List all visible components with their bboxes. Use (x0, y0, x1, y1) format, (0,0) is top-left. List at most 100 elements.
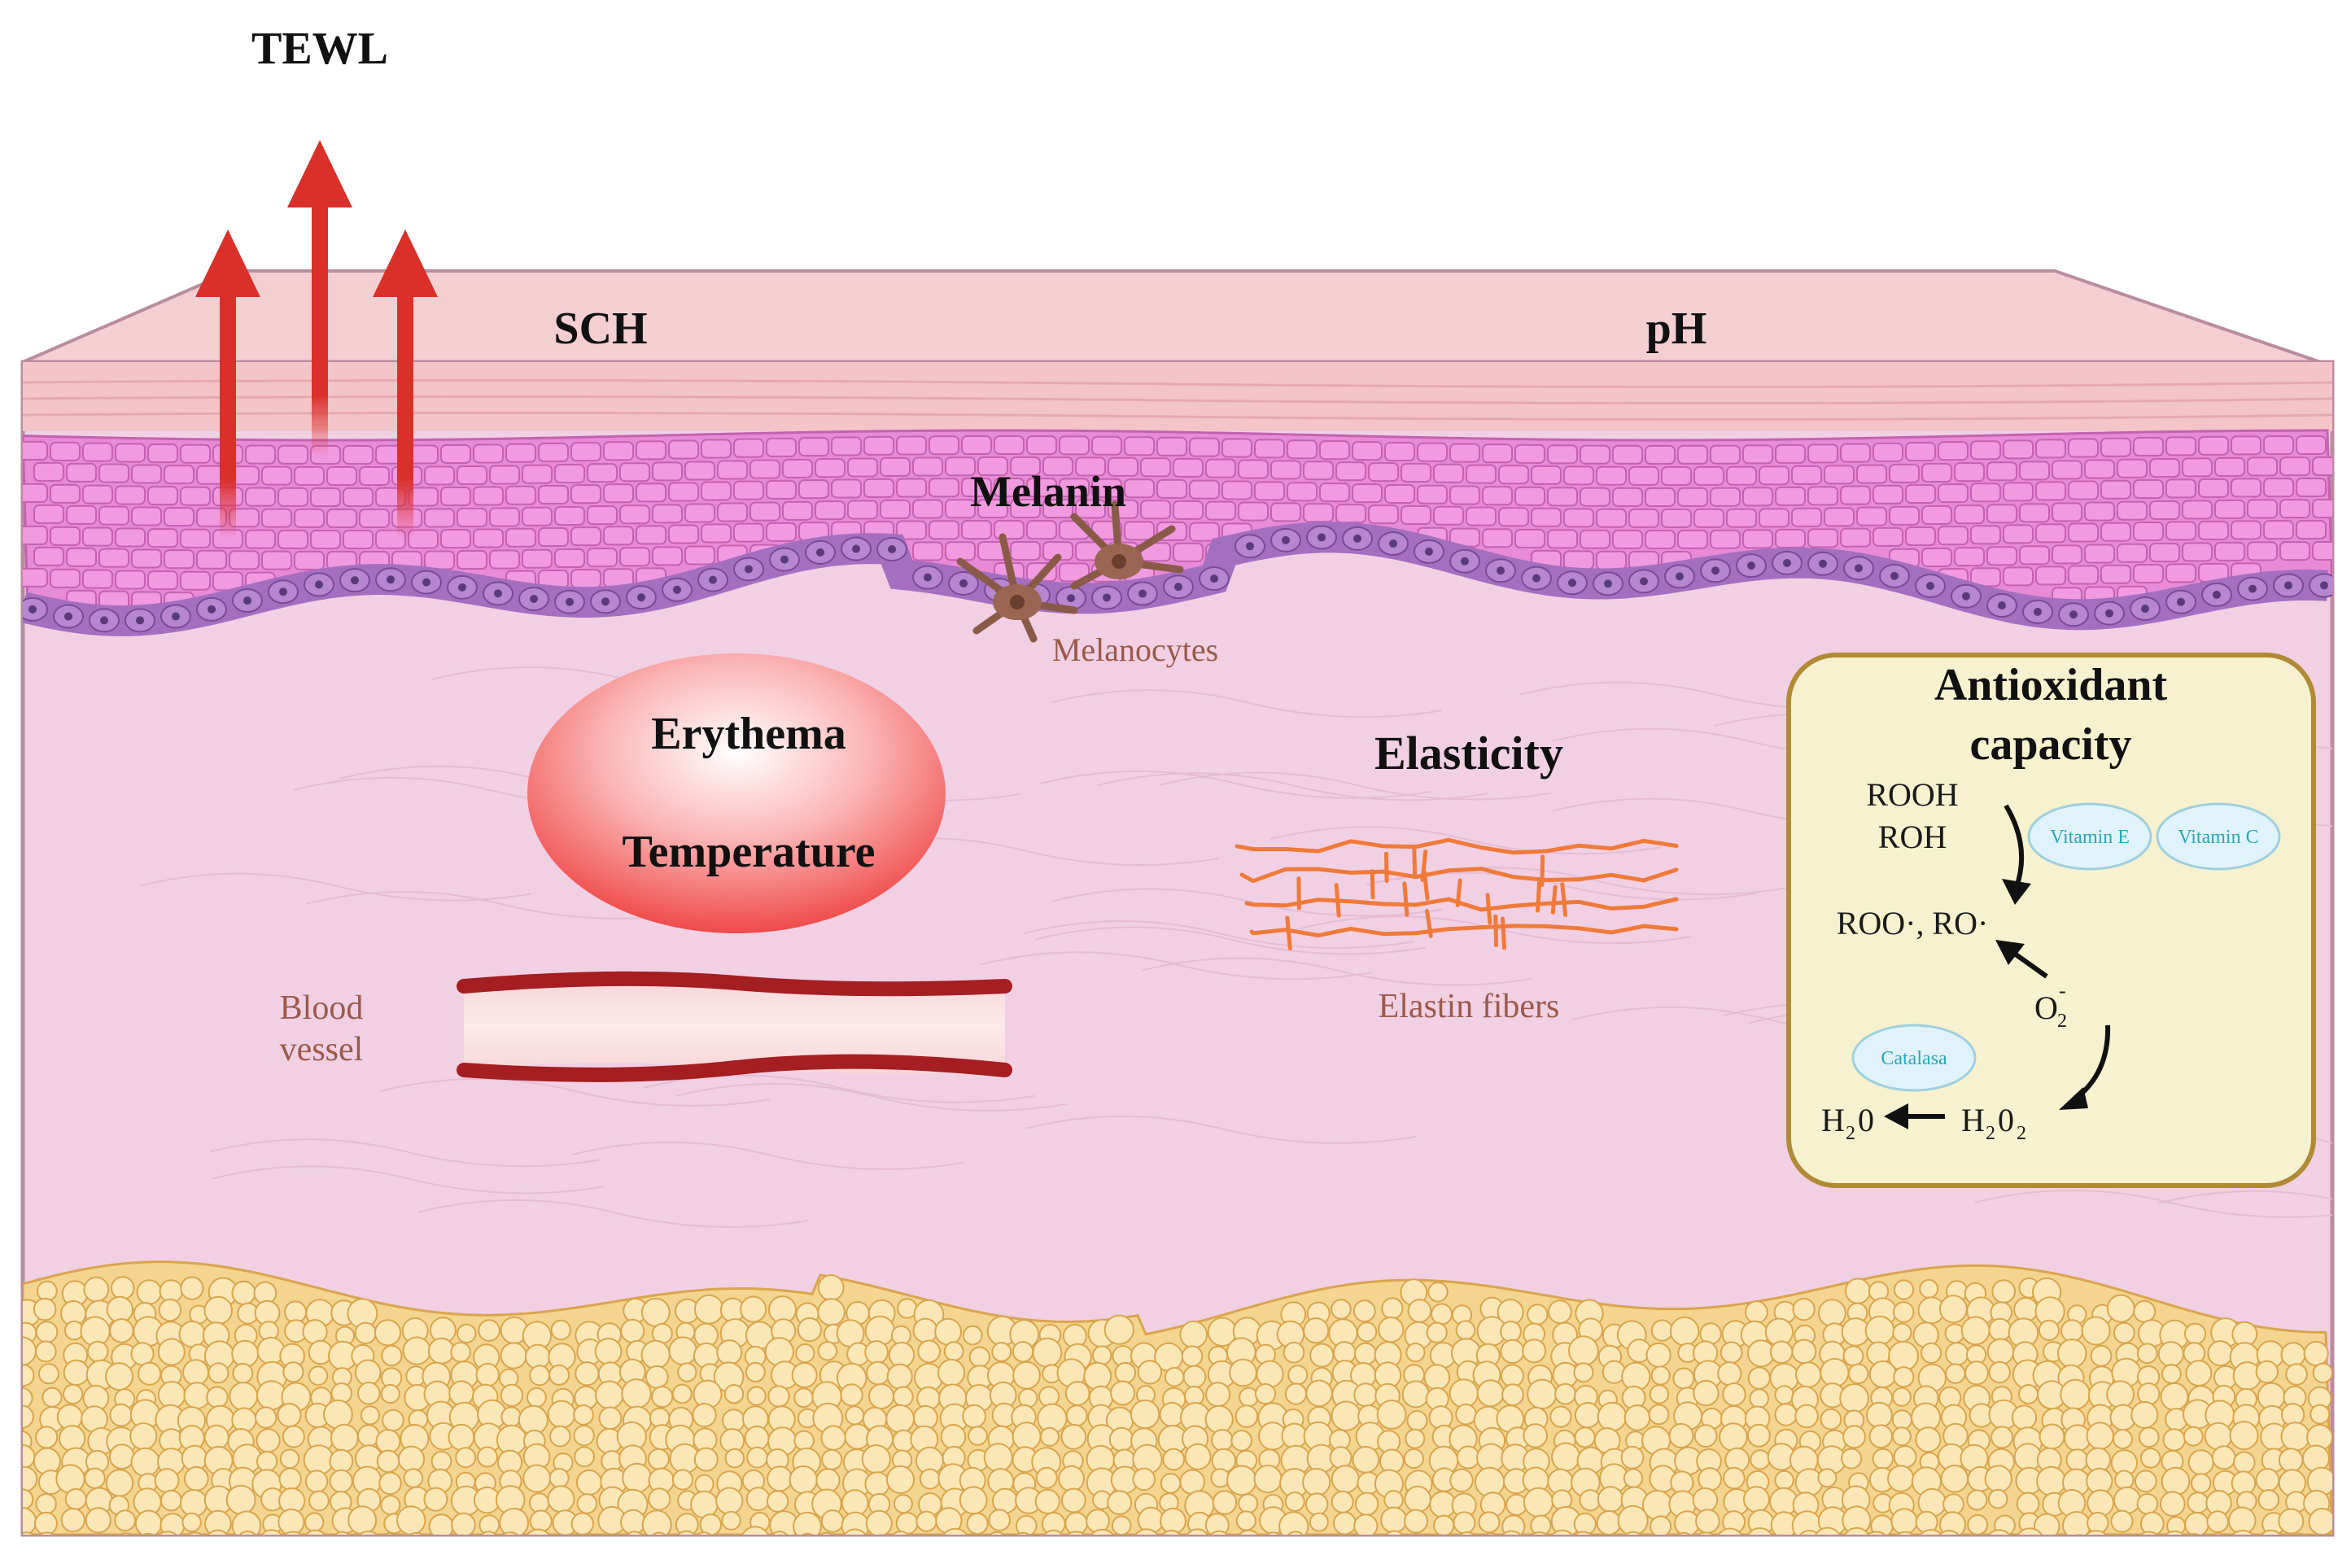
fat-cell (2110, 1509, 2134, 1533)
fat-cell (937, 1358, 966, 1387)
epidermis-cell (798, 479, 829, 500)
epidermis-cell (831, 478, 862, 499)
fat-cell (1650, 1365, 1671, 1386)
fat-cell (157, 1381, 186, 1409)
epidermis-cell (457, 508, 487, 528)
fat-cell (2065, 1448, 2089, 1472)
dermis-fiber (1974, 1189, 2332, 1218)
fat-cell (380, 1495, 401, 1516)
epidermis-cell (538, 443, 569, 463)
fat-cell (2161, 1364, 2182, 1384)
epidermis-cell (2117, 543, 2148, 563)
fat-cell (1501, 1383, 1524, 1406)
fat-cell (989, 1531, 1006, 1535)
fat-cell (402, 1336, 431, 1365)
fat-cell (1380, 1506, 1408, 1534)
fat-cell (741, 1526, 770, 1535)
fat-cell (1574, 1402, 1602, 1429)
fat-cell (1234, 1404, 1259, 1428)
fat-cell (1921, 1342, 1942, 1365)
fat-cell (138, 1361, 162, 1386)
fat-cell (2139, 1511, 2165, 1535)
melanin-label: Melanin (970, 467, 1126, 516)
epidermis-cell (652, 504, 683, 524)
epidermis-cell (1580, 529, 1610, 549)
fat-cell (1226, 1465, 1257, 1496)
epidermis-cell (33, 546, 64, 566)
fat-cell (1064, 1381, 1090, 1406)
basal-nucleus (1425, 547, 1433, 556)
basal-nucleus (2320, 581, 2328, 590)
epidermis-cell (2214, 541, 2245, 561)
fat-cell (1596, 1510, 1622, 1535)
fat-cell (1352, 1299, 1376, 1323)
fat-cell (1842, 1425, 1866, 1449)
roh-label: ROH (1878, 819, 1947, 855)
fat-cell (721, 1510, 741, 1531)
h2o2-h: H (1961, 1102, 1985, 1138)
fat-cell (2162, 1428, 2186, 1452)
basal-nucleus (888, 545, 896, 554)
epidermis-cell (1498, 507, 1529, 527)
epidermis-cell (505, 527, 536, 548)
epidermis-cell (717, 502, 748, 522)
epidermis-cell (733, 522, 764, 543)
fat-cell (2138, 1426, 2160, 1448)
fat-cell (581, 1532, 596, 1535)
epidermis-cell (2247, 499, 2278, 519)
vitamin-e-oval (2027, 802, 2152, 871)
fat-cell (885, 1465, 915, 1495)
epidermis-cell (587, 548, 618, 568)
fat-cell (2280, 1422, 2310, 1452)
fat-cell (108, 1444, 135, 1470)
fat-cell (1426, 1321, 1448, 1343)
fat-cell (1331, 1465, 1360, 1494)
fat-cell (2136, 1493, 2159, 1515)
fat-cell (2257, 1489, 2280, 1511)
epidermis-cell (1189, 479, 1220, 500)
fat-cell (282, 1361, 304, 1383)
fat-cell (154, 1468, 180, 1493)
superoxide-sub: 2 (2057, 1011, 2067, 1032)
rooh-label: ROOH (1866, 776, 1958, 813)
epidermis-cell (1580, 487, 1610, 507)
epidermis-cell (229, 550, 260, 570)
epidermis-cell (668, 439, 699, 460)
fat-cell (767, 1465, 793, 1492)
epidermis-cell (2100, 522, 2131, 542)
fat-cell (1209, 1530, 1229, 1535)
vessel-wall-bottom (457, 1054, 1012, 1082)
epidermis-cell (66, 547, 97, 567)
basal-nucleus (924, 573, 932, 582)
epidermis-cell (1710, 444, 1741, 465)
elastin-crosslink (1501, 916, 1506, 950)
fat-cell (1530, 1531, 1549, 1535)
epidermis-cell (1710, 487, 1741, 507)
epidermis-cell (2052, 460, 2082, 480)
fat-cell (2255, 1468, 2280, 1492)
epidermis-cell (2312, 456, 2332, 477)
epidermis-cell (1824, 465, 1855, 485)
fat-cell (1404, 1485, 1431, 1513)
fat-cell (671, 1469, 694, 1491)
basal-nucleus (1676, 572, 1684, 581)
fat-cell (1772, 1537, 1793, 1557)
epidermis-cell (489, 507, 520, 527)
dermis-fiber (675, 1082, 1067, 1112)
epidermis-cell (147, 570, 178, 591)
epidermis-cell (1303, 461, 1334, 481)
fat-cell (1597, 1401, 1628, 1432)
fat-cell (380, 1383, 400, 1404)
epidermis-cell (929, 520, 959, 540)
fat-cell (308, 1490, 330, 1512)
epidermis-cell (408, 529, 439, 549)
epidermis-cell (1693, 508, 1724, 528)
fat-cell (114, 1509, 137, 1532)
fat-cell (915, 1538, 933, 1556)
fat-cell (1676, 1531, 1692, 1535)
fat-cell (1476, 1379, 1505, 1408)
fat-cell (1035, 1466, 1058, 1489)
fat-cell (34, 1511, 58, 1535)
epidermis-cell (98, 505, 129, 526)
epidermis-cell (1596, 465, 1627, 486)
